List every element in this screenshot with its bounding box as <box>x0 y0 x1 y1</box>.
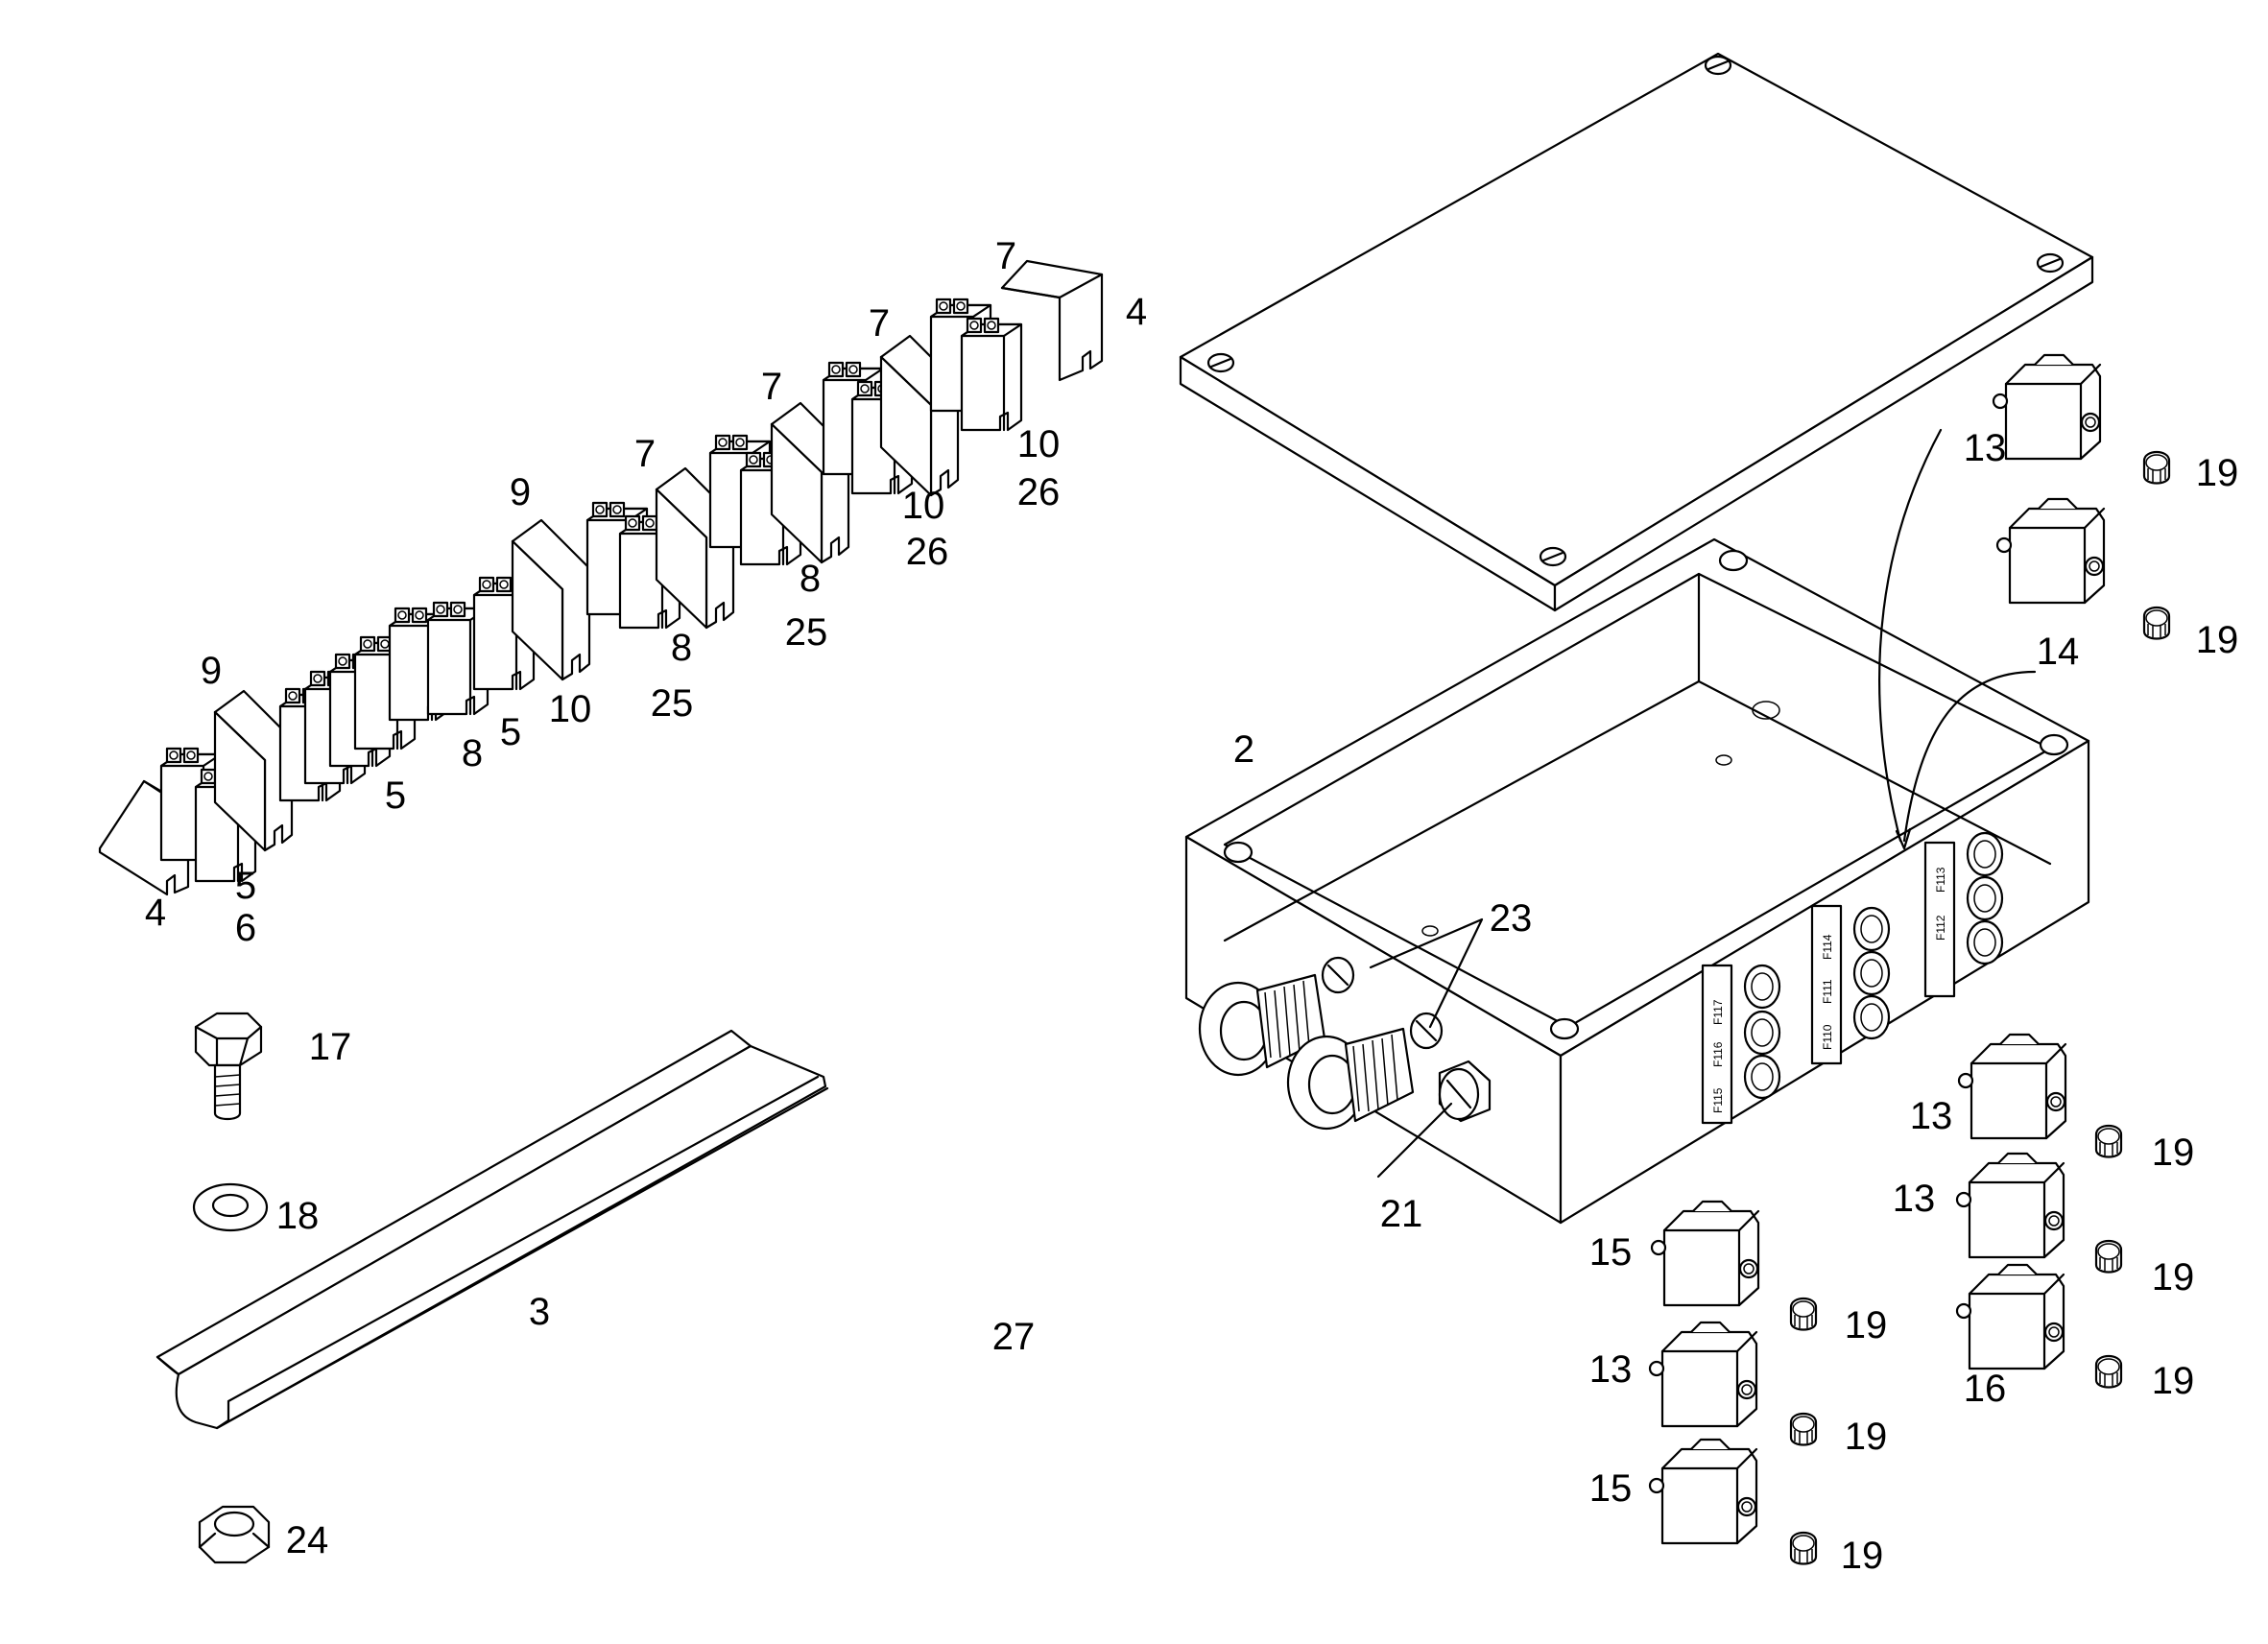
callout-23: 23 <box>1490 897 1533 940</box>
callout-19-c: 19 <box>2152 1132 2195 1174</box>
fuse-label-f113: F113 <box>1934 867 1947 893</box>
callout-5-c: 5 <box>500 711 521 753</box>
fuse-label-f110: F110 <box>1821 1024 1834 1050</box>
callout-10-c: 10 <box>1017 423 1061 465</box>
callout-26-a: 26 <box>906 531 949 573</box>
callout-3: 3 <box>529 1291 550 1333</box>
callout-19-b: 19 <box>2196 619 2239 661</box>
callout-10-b: 10 <box>902 485 945 527</box>
enclosure-box <box>1184 428 2090 1225</box>
callout-19-f: 19 <box>1845 1304 1888 1346</box>
callout-10-a: 10 <box>549 688 592 730</box>
callout-19-e: 19 <box>2152 1360 2195 1402</box>
callout-9-left: 9 <box>201 650 222 692</box>
callout-9-right: 9 <box>510 471 531 513</box>
callout-13-top: 13 <box>1964 427 2007 469</box>
hex-nut <box>198 1505 271 1564</box>
callout-21: 21 <box>1380 1193 1423 1235</box>
callout-5-b: 5 <box>385 774 406 817</box>
washer <box>192 1182 269 1232</box>
callout-7-c: 7 <box>869 302 890 345</box>
callout-labels: 4 5 6 9 5 8 5 10 9 8 25 7 7 8 25 7 10 26… <box>145 235 2238 1577</box>
callout-14: 14 <box>2037 631 2080 673</box>
callout-25-a: 25 <box>651 682 694 725</box>
callout-19-a: 19 <box>2196 452 2239 494</box>
terminal-blocks <box>98 259 1104 896</box>
enclosure-lid <box>1179 52 2094 612</box>
callout-6: 6 <box>235 907 256 949</box>
fuse-label-f116: F116 <box>1711 1041 1725 1067</box>
fuse-label-f112: F112 <box>1934 915 1947 941</box>
callout-15-a: 15 <box>1589 1231 1633 1274</box>
fuse-label-f111: F111 <box>1821 979 1834 1004</box>
callout-13-right-b: 13 <box>1893 1178 1936 1220</box>
callout-19-g: 19 <box>1845 1416 1888 1458</box>
callout-16: 16 <box>1964 1368 2007 1410</box>
callout-8-b: 8 <box>671 627 692 669</box>
blind-plugs <box>1321 956 1444 1050</box>
hex-bolt <box>194 1012 263 1121</box>
callout-19-d: 19 <box>2152 1256 2195 1299</box>
din-rail <box>155 1029 829 1430</box>
fuse-label-f114: F114 <box>1821 934 1834 960</box>
callout-18: 18 <box>276 1195 320 1237</box>
callout-8-a: 8 <box>462 732 483 774</box>
callout-7-a: 7 <box>634 433 656 475</box>
callout-7-d: 7 <box>995 235 1016 277</box>
callout-8-c: 8 <box>800 558 821 600</box>
callout-4-right: 4 <box>1126 291 1147 333</box>
callout-13-bottom: 13 <box>1589 1348 1633 1391</box>
callout-13-right-a: 13 <box>1910 1095 1953 1137</box>
callout-25-b: 25 <box>785 611 828 654</box>
callout-7-b: 7 <box>761 366 782 408</box>
callout-5-a: 5 <box>235 865 256 907</box>
callout-2: 2 <box>1233 728 1254 771</box>
callout-4-left: 4 <box>145 892 166 934</box>
callout-17: 17 <box>309 1026 352 1068</box>
fuse-label-f117: F117 <box>1711 999 1725 1025</box>
fuse-label-f115: F115 <box>1711 1087 1725 1113</box>
callout-19-h: 19 <box>1841 1535 1884 1577</box>
callout-15-b: 15 <box>1589 1467 1633 1510</box>
callout-27: 27 <box>992 1316 1036 1358</box>
callout-26-b: 26 <box>1017 471 1061 513</box>
callout-24: 24 <box>286 1519 329 1561</box>
vent-plug <box>1438 1060 1492 1123</box>
